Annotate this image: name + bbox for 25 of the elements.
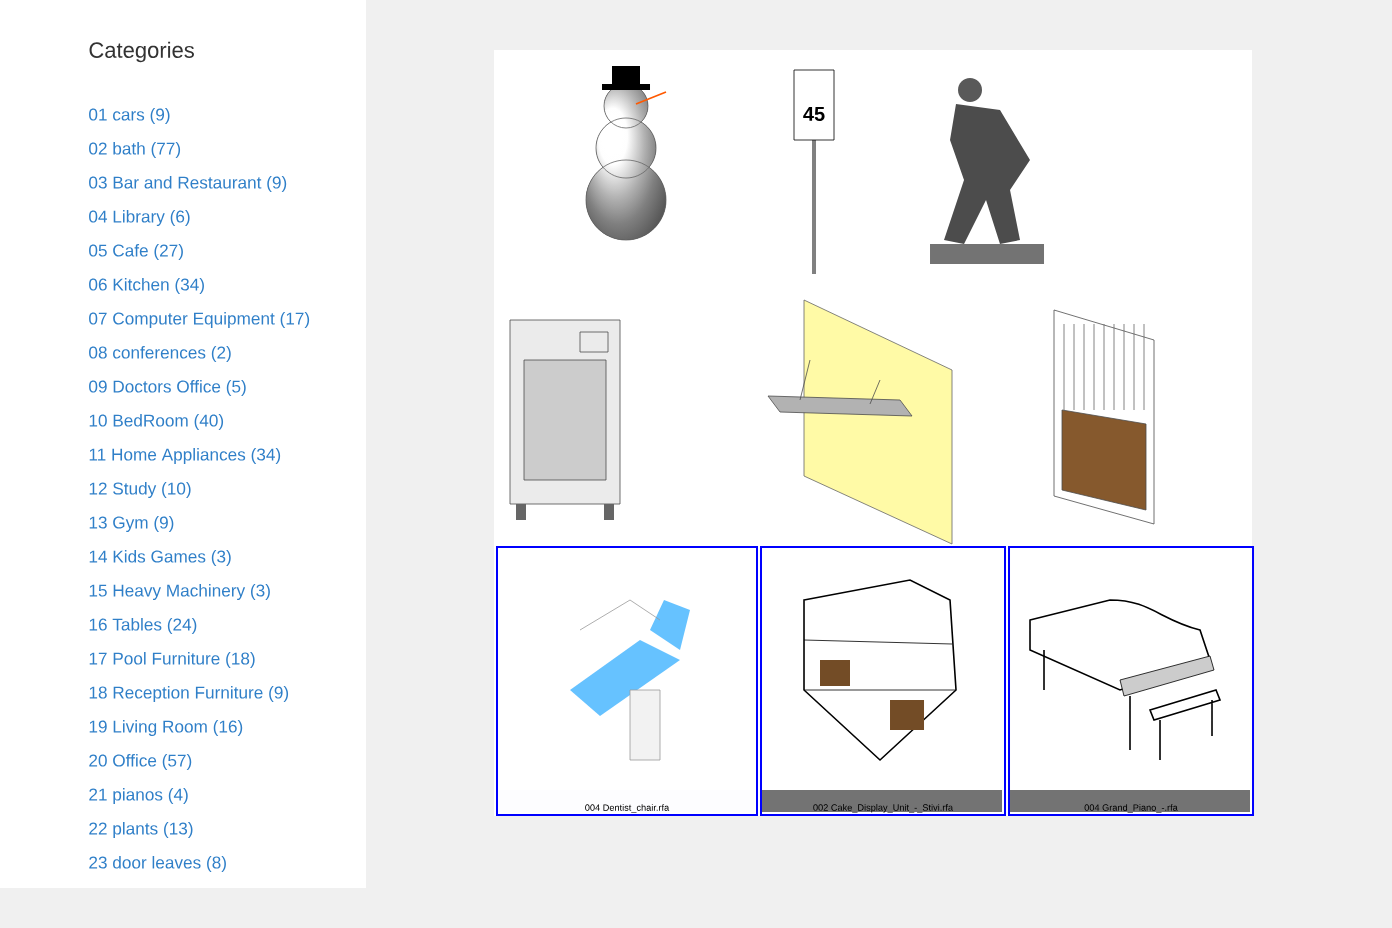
- category-link: 20 Office (57): [89, 754, 192, 770]
- category-link: 07 Computer Equipment (17): [89, 312, 310, 329]
- category-link: 11 Home Appliances (34): [89, 448, 281, 465]
- category-link: 08 conferences (2): [89, 346, 231, 362]
- category-link: 21 pianos (4): [89, 788, 188, 805]
- category-link: 03 Bar and Restaurant (9): [89, 176, 287, 192]
- category-link: 09 Doctors Office (5): [89, 380, 246, 396]
- category-link: 06 Kitchen (34): [89, 278, 204, 294]
- category-link: 16 Tables (24): [89, 618, 197, 634]
- category-link: 01 cars (9): [89, 108, 170, 124]
- category-link: 02 bath (77): [89, 142, 181, 158]
- category-link: 15 Heavy Machinery (3): [89, 584, 270, 601]
- category-link: 22 plants (13): [89, 822, 193, 839]
- category-link: 18 Reception Furniture (9): [89, 686, 289, 703]
- category-link: 04 Library (6): [89, 210, 190, 227]
- category-link: 19 Living Room (16): [89, 720, 243, 737]
- speed-sign-drawing: 45: [793, 69, 835, 274]
- category-link: 13 Gym (9): [89, 516, 174, 533]
- sidebar-heading: Categories: [89, 41, 194, 63]
- category-link: 23 door leaves (8): [89, 856, 226, 872]
- category-link: 10 BedRoom (40): [89, 414, 224, 430]
- category-link: 14 Kids Games (3): [89, 550, 231, 566]
- category-link: 17 Pool Furniture (18): [89, 652, 255, 668]
- category-link: 05 Cafe (27): [89, 244, 183, 260]
- category-link: 12 Study (10): [89, 482, 191, 499]
